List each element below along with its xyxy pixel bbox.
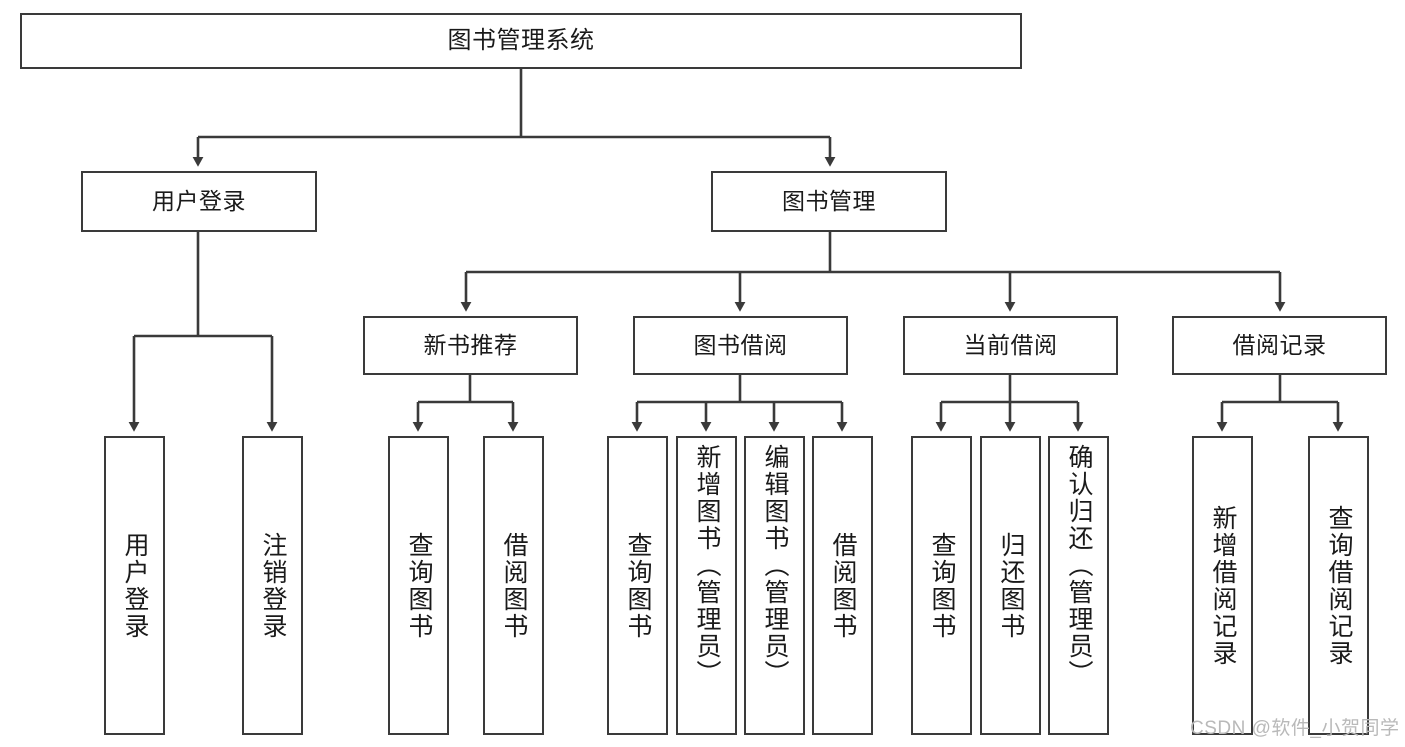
leaf-edit-book[interactable]: 编辑图书（管理员） [744, 436, 805, 735]
node-borrow-record[interactable]: 借阅记录 [1172, 316, 1387, 375]
leaf-add-book-label: 新增图书（管理员） [693, 444, 721, 687]
leaf-query-book-1-label: 查询图书 [405, 531, 433, 640]
node-root-label: 图书管理系统 [447, 27, 595, 55]
leaf-return-book[interactable]: 归还图书 [980, 436, 1041, 735]
leaf-add-record[interactable]: 新增借阅记录 [1192, 436, 1253, 735]
leaf-query-book-2-label: 查询图书 [624, 531, 652, 640]
leaf-query-book-3-label: 查询图书 [928, 531, 956, 640]
node-new-book-recommend-label: 新书推荐 [423, 332, 518, 359]
node-book-manage-label: 图书管理 [782, 188, 876, 215]
leaf-confirm-return-label: 确认归还（管理员） [1065, 444, 1093, 687]
node-borrow-record-label: 借阅记录 [1232, 332, 1327, 359]
leaf-logout[interactable]: 注销登录 [242, 436, 303, 735]
node-book-manage[interactable]: 图书管理 [711, 171, 947, 232]
leaf-query-book-1[interactable]: 查询图书 [388, 436, 449, 735]
csdn-watermark: CSDN @软件_小贺同学 [1190, 718, 1400, 739]
node-current-borrow[interactable]: 当前借阅 [903, 316, 1118, 375]
node-new-book-recommend[interactable]: 新书推荐 [363, 316, 578, 375]
leaf-edit-book-label: 编辑图书（管理员） [761, 444, 789, 687]
node-current-borrow-label: 当前借阅 [963, 332, 1058, 359]
leaf-query-book-3[interactable]: 查询图书 [911, 436, 972, 735]
leaf-add-book[interactable]: 新增图书（管理员） [676, 436, 737, 735]
node-user-login[interactable]: 用户登录 [81, 171, 317, 232]
leaf-user-login-label: 用户登录 [121, 531, 149, 640]
node-root[interactable]: 图书管理系统 [20, 13, 1022, 69]
node-book-borrow[interactable]: 图书借阅 [633, 316, 848, 375]
leaf-borrow-book-2[interactable]: 借阅图书 [812, 436, 873, 735]
leaf-user-login[interactable]: 用户登录 [104, 436, 165, 735]
leaf-query-book-2[interactable]: 查询图书 [607, 436, 668, 735]
leaf-return-book-label: 归还图书 [997, 531, 1025, 640]
leaf-borrow-book-2-label: 借阅图书 [829, 531, 857, 640]
leaf-query-record-label: 查询借阅记录 [1325, 504, 1353, 667]
leaf-add-record-label: 新增借阅记录 [1209, 504, 1237, 667]
leaf-borrow-book-1[interactable]: 借阅图书 [483, 436, 544, 735]
leaf-confirm-return[interactable]: 确认归还（管理员） [1048, 436, 1109, 735]
node-book-borrow-label: 图书借阅 [693, 332, 788, 359]
leaf-query-record[interactable]: 查询借阅记录 [1308, 436, 1369, 735]
leaf-borrow-book-1-label: 借阅图书 [500, 531, 528, 640]
node-user-login-label: 用户登录 [152, 188, 246, 215]
leaf-logout-label: 注销登录 [259, 531, 287, 640]
